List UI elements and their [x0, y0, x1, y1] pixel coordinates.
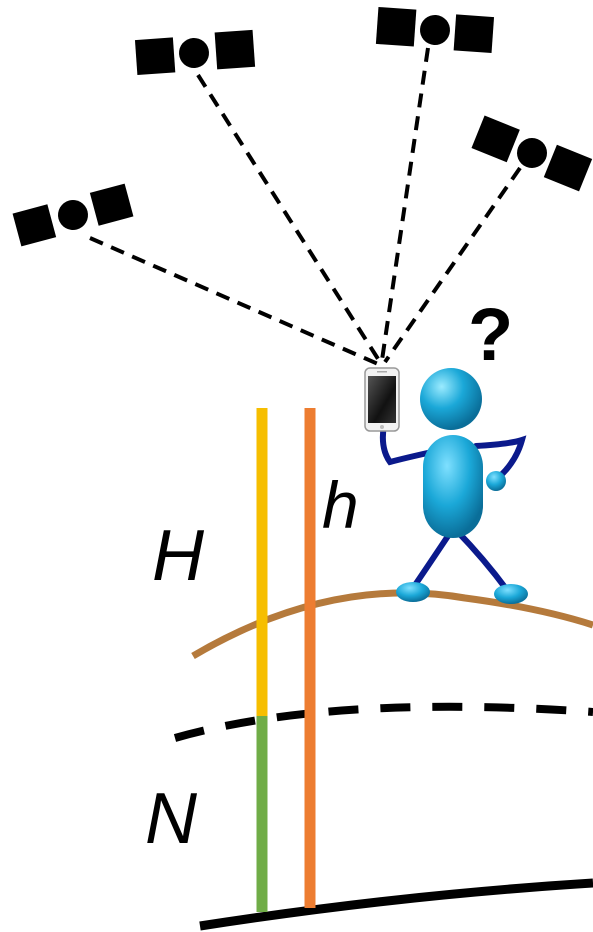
signal-line-1 — [89, 236, 379, 366]
person-left-arm — [379, 422, 435, 466]
geoid-surface — [173, 702, 593, 742]
signal-lines — [89, 47, 522, 366]
signal-line-3 — [380, 47, 430, 361]
signal-line-2 — [196, 73, 382, 364]
person-right-arm — [473, 435, 527, 481]
person-left-leg — [410, 527, 455, 591]
person-left-foot — [396, 582, 430, 602]
terrain-surface — [191, 589, 593, 660]
person-right-hand — [486, 471, 506, 491]
smartphone-icon — [364, 367, 400, 432]
person-right-leg — [453, 527, 510, 593]
label-H: H — [152, 516, 205, 596]
ellipsoid-surface — [199, 878, 593, 931]
question-mark: ? — [468, 293, 513, 376]
person-head — [420, 368, 482, 430]
person-body — [423, 435, 483, 538]
satellite-icon — [471, 115, 593, 192]
satellite-icon — [12, 183, 134, 247]
satellite-icon — [134, 29, 256, 76]
person-right-foot — [494, 584, 528, 604]
person-figure — [379, 368, 528, 604]
label-N: N — [145, 779, 198, 859]
satellite-icon — [375, 7, 495, 53]
label-h: h — [322, 468, 359, 542]
signal-line-4 — [383, 166, 522, 364]
